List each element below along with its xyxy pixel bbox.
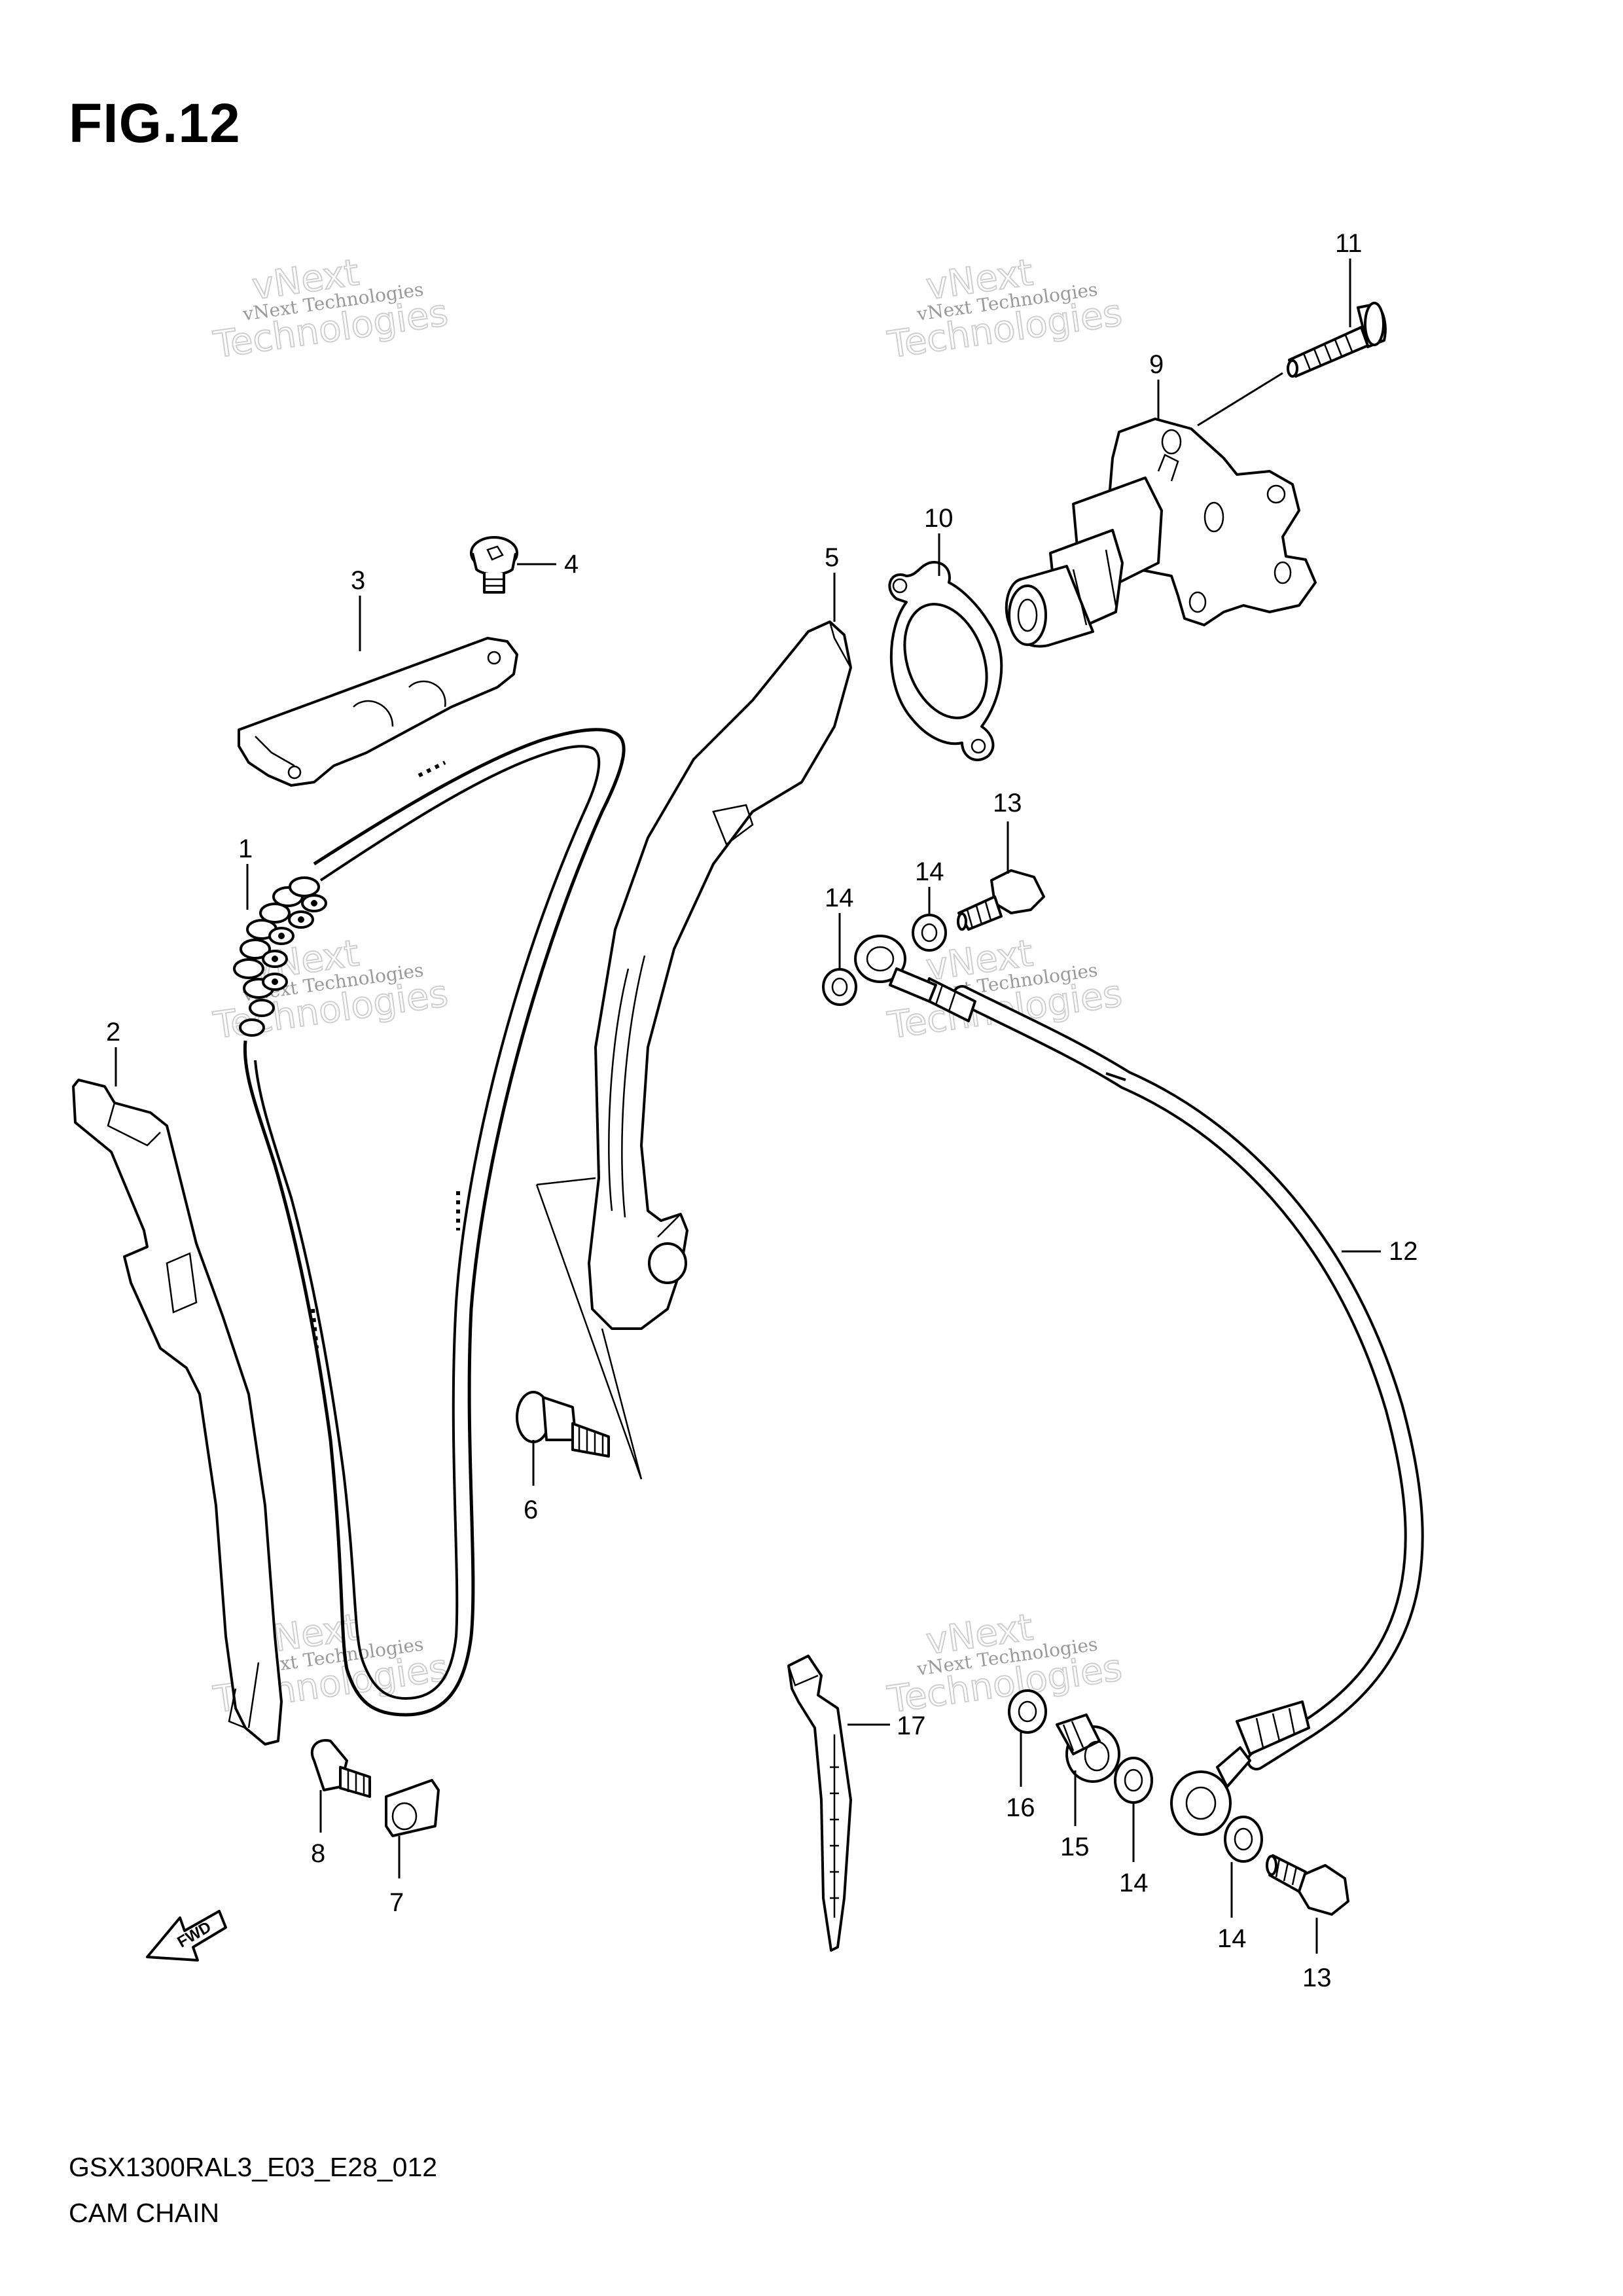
part-13-union-bolt-top [957,869,1045,931]
callout-5: 5 [825,543,839,572]
part-14-washer-bottom-middle [1114,1757,1153,1804]
callout-2: 2 [106,1018,120,1047]
part-8-screw [310,1739,371,1798]
callout-14-top-right: 14 [915,857,944,886]
callout-4: 4 [564,550,579,579]
diagram-name: CAM CHAIN [69,2198,220,2228]
callout-labels: 1 2 3 4 5 6 7 8 9 10 11 12 13 13 14 14 1… [106,229,1418,1992]
callout-14-bottom-middle: 14 [1119,1869,1149,1897]
callout-10: 10 [924,504,954,533]
part-6-pivot-bolt [516,1391,610,1458]
part-9-tensioner [1005,418,1317,648]
callout-9: 9 [1149,350,1164,379]
part-7-lock-plate [385,1779,440,1837]
figure-title: FIG.12 [69,92,241,154]
part-12-oil-hose [854,935,1424,1836]
callout-1: 1 [238,834,253,863]
callout-15: 15 [1060,1833,1090,1861]
callout-14-top-left: 14 [825,884,854,912]
part-16-washer [1008,1689,1047,1734]
part-4-bolt [470,536,518,594]
callout-3: 3 [351,566,365,595]
callout-13-top: 13 [993,789,1022,817]
callout-wedge [535,1177,643,1480]
part-14-washer-bottom-right [1224,1816,1263,1863]
callout-8: 8 [311,1839,325,1868]
part-2-chain-guide [72,1079,283,1746]
callout-7: 7 [389,1888,404,1917]
callout-12: 12 [1389,1237,1418,1266]
fwd-arrow-icon: FWD [146,1910,227,1962]
part-10-gasket [888,561,1003,761]
callout-16: 16 [1006,1793,1035,1822]
watermark: vNext vNext Technologies Technologies [210,251,451,367]
chain-links [233,876,327,1037]
part-14-washer-top-left [822,968,857,1006]
callout-13-bottom: 13 [1302,1964,1332,1992]
part-15-plug-bolt [1056,1713,1120,1783]
watermark: vNext vNext Technologies Technologies [884,1605,1125,1722]
part-11-bolt [1287,302,1387,378]
callout-6: 6 [524,1496,538,1524]
callout-14-bottom-right: 14 [1217,1924,1247,1953]
part-17-cable-tie [787,1655,852,1952]
callout-17: 17 [897,1712,926,1740]
part-5-tensioner-guide [588,620,852,1330]
part-13-union-bolt-bottom [1266,1854,1349,1916]
callout-11: 11 [1335,229,1363,258]
diagram-code: GSX1300RAL3_E03_E28_012 [69,2152,438,2182]
leader-lines [115,259,1381,1954]
watermark: vNext vNext Technologies Technologies [884,251,1125,367]
part-3-guide-plate [238,637,518,787]
part-14-washer-top-right [912,914,947,952]
part-1-cam-chain [233,728,626,1717]
